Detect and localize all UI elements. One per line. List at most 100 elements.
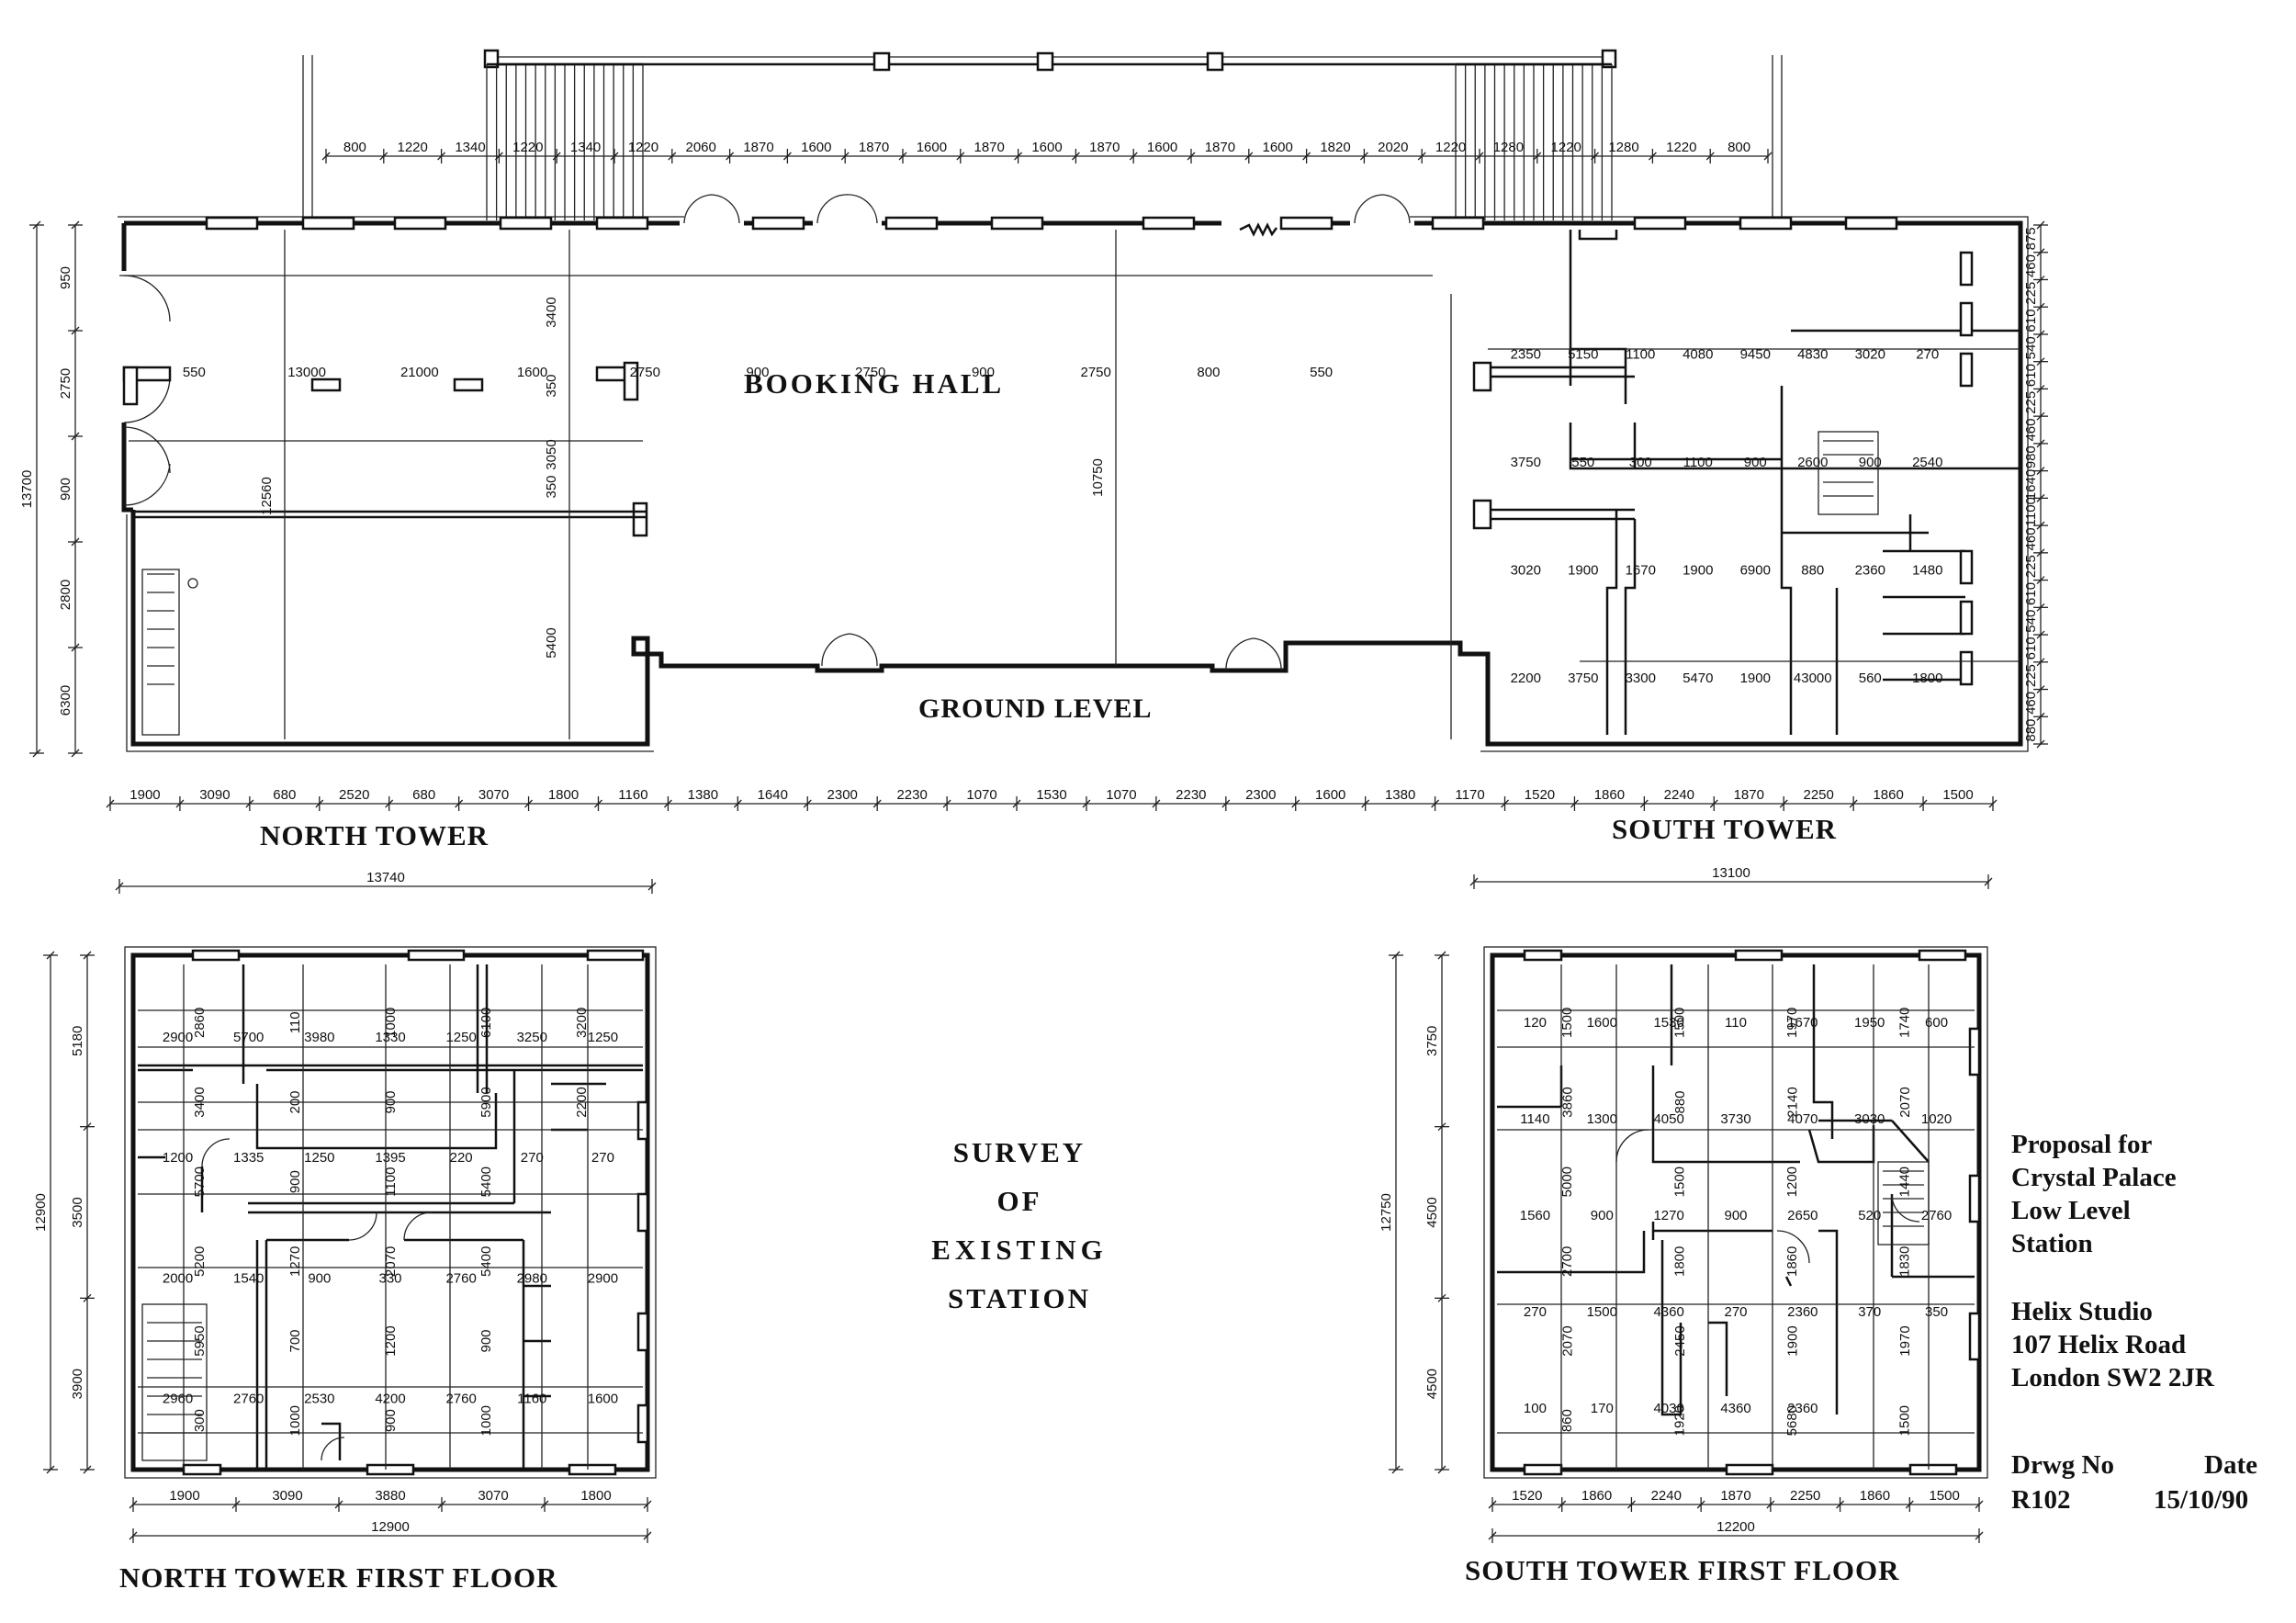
- north-ff-vertical-dimension: 1000: [287, 1405, 303, 1436]
- south-ff-dimension: 4050: [1653, 1111, 1683, 1127]
- ground-bottom-dimension: 1530: [1036, 787, 1066, 803]
- north-ff-bottom-dimension: 1900: [169, 1488, 199, 1504]
- south-ff-dimension: 520: [1858, 1208, 1881, 1223]
- north-ff-vertical-dimension: 3200: [574, 1008, 590, 1038]
- ground-bottom-dimension: 1380: [688, 787, 718, 803]
- south-ground-dimension: 9450: [1740, 347, 1771, 363]
- north-ff-overall-horizontal: 12900: [371, 1519, 410, 1535]
- north-ff-vertical-dimension: 5200: [192, 1246, 208, 1277]
- south-ground-dimension: 1800: [1912, 671, 1942, 686]
- ground-survey-lines: [119, 230, 2020, 739]
- top-dimension: 1870: [743, 140, 773, 155]
- south-tower-label: SOUTH TOWER: [1612, 813, 1838, 845]
- south-ff-vertical-dimension: 1860: [1784, 1246, 1800, 1277]
- survey-line-2: EXISTING: [931, 1234, 1108, 1266]
- south-ground-dimension: 3300: [1626, 671, 1656, 686]
- ground-bottom-dimension: 2520: [339, 787, 369, 803]
- south-ff-vertical-dimension: 3860: [1559, 1087, 1575, 1117]
- south-ground-dimension: 1100: [1626, 347, 1655, 363]
- hall-dimension: 900: [972, 365, 995, 380]
- south-ff-vertical-dimension: 1500: [1897, 1405, 1913, 1436]
- south-ground-dimension: 550: [1571, 455, 1594, 470]
- south-ff-dimension: 900: [1724, 1208, 1747, 1223]
- south-right-dimension: 540: [2023, 610, 2039, 633]
- top-dimension: 1280: [1493, 140, 1524, 155]
- north-ff-dimension: 1330: [375, 1030, 405, 1045]
- north-ff-dimension: 5700: [233, 1030, 264, 1045]
- hall-dimension: 10750: [1090, 458, 1106, 497]
- ground-bottom-dimension: 1070: [1106, 787, 1136, 803]
- south-right-dimension: 460: [2023, 692, 2039, 715]
- north-ff-dimension: 2900: [163, 1030, 193, 1045]
- ground-bottom-dimension: 2240: [1664, 787, 1694, 803]
- north-ff-vertical-dimension: 2070: [383, 1246, 399, 1277]
- studio-block: Helix Studio 107 Helix Road London SW2 2…: [2011, 1295, 2214, 1394]
- north-ff-vertical-dimension: 900: [383, 1409, 399, 1432]
- south-ff-dimension: 1140: [1520, 1111, 1549, 1127]
- north-ff-dimension: 900: [308, 1270, 331, 1286]
- north-ff-dimension: 2900: [588, 1270, 618, 1286]
- north-ff-dimension: 220: [450, 1150, 473, 1166]
- studio-street: 107 Helix Road: [2011, 1330, 2187, 1359]
- south-ff-vertical-dimension: 1740: [1897, 1008, 1913, 1038]
- south-ff-dimension: 600: [1925, 1015, 1948, 1031]
- south-ff-dimension: 120: [1524, 1015, 1547, 1031]
- north-ff-dimension: 1540: [233, 1270, 264, 1286]
- south-ground-dimension: 270: [1916, 347, 1939, 363]
- overall-north-dimension: 13740: [366, 870, 405, 885]
- south-tower-first-floor-label: SOUTH TOWER FIRST FLOOR: [1465, 1554, 1900, 1586]
- south-ff-vertical-dimension: 860: [1559, 1409, 1575, 1432]
- ground-bottom-dimension: 1600: [1315, 787, 1345, 803]
- south-ground-dimension: 2540: [1912, 455, 1942, 470]
- south-ff-vertical-dimension: 2140: [1784, 1087, 1800, 1117]
- south-ff-dimension: 900: [1591, 1208, 1614, 1223]
- south-ff-dimension: 1300: [1587, 1111, 1617, 1127]
- south-ff-vertical-dimension: 2700: [1559, 1246, 1575, 1277]
- north-ff-vertical-dimension: 110: [287, 1011, 303, 1033]
- south-ff-bottom-dimension: 1860: [1581, 1488, 1612, 1504]
- top-dimension: 1870: [974, 140, 1005, 155]
- ground-bottom-dimension: 680: [412, 787, 435, 803]
- north-ff-vertical-dimension: 1100: [383, 1167, 399, 1197]
- south-ground-dimension: 2200: [1511, 671, 1541, 686]
- proposal-line-4: Station: [2011, 1229, 2093, 1258]
- ground-bottom-dimension: 1500: [1942, 787, 1973, 803]
- canopy: [302, 49, 1783, 220]
- north-ff-vertical-dimension: 900: [478, 1329, 494, 1352]
- north-ff-dimension: 2760: [445, 1392, 476, 1407]
- doors: [123, 194, 1411, 671]
- north-tower-first-floor-label: NORTH TOWER FIRST FLOOR: [119, 1561, 558, 1594]
- top-dimension: 1220: [1435, 140, 1466, 155]
- ground-bottom-dimension: 1900: [129, 787, 160, 803]
- north-ff-dimension: 1335: [233, 1150, 264, 1166]
- south-ff-dimension: 2360: [1787, 1401, 1818, 1416]
- south-ff-dimension: 350: [1925, 1304, 1948, 1320]
- proposal-line-2: Crystal Palace: [2011, 1163, 2177, 1192]
- south-ff-bottom-dimension: 1860: [1860, 1488, 1890, 1504]
- south-ff-left-dimension: 4500: [1424, 1197, 1440, 1227]
- north-ff-vertical-dimension: 3400: [192, 1087, 208, 1117]
- hall-dimension: 12560: [259, 477, 275, 515]
- south-ground-dimension: 900: [1744, 455, 1767, 470]
- south-ground-dimension: 3020: [1511, 563, 1541, 579]
- north-ff-vertical-dimension: 2200: [574, 1087, 590, 1117]
- south-ff-dimension: 4070: [1787, 1111, 1818, 1127]
- south-ground-dimension: 1900: [1683, 563, 1713, 579]
- ground-level-label: GROUND LEVEL: [918, 693, 1153, 724]
- left-vertical-dimension: 2800: [58, 580, 73, 610]
- south-ff-vertical-dimension: 2450: [1672, 1325, 1688, 1356]
- survey-line-1: SURVEY OF: [952, 1136, 1086, 1217]
- staircase-south: [1455, 62, 1613, 220]
- left-vertical-dimension: 6300: [58, 685, 73, 716]
- south-ff-vertical-dimension: 1830: [1897, 1246, 1913, 1277]
- north-ff-vertical-dimension: 1270: [287, 1246, 303, 1277]
- proposal-line-3: Low Level: [2011, 1196, 2131, 1225]
- south-ff-vertical-dimension: 880: [1672, 1090, 1688, 1113]
- north-ff-left-dimension: 3900: [70, 1369, 85, 1399]
- proposal-line-1: Proposal for: [2011, 1130, 2153, 1159]
- north-ff-dimension: 330: [378, 1270, 401, 1286]
- north-ff-dimension: 2760: [233, 1392, 264, 1407]
- north-tower-first-floor-plan: [124, 946, 657, 1479]
- hall-dimension: 800: [1197, 365, 1220, 380]
